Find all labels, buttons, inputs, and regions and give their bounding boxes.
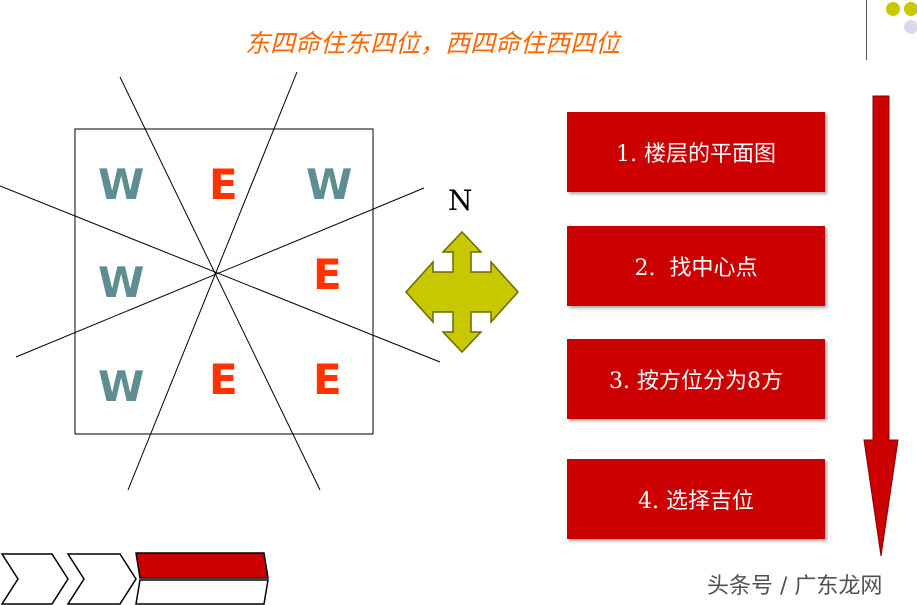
- direction-letter-bottom-right: E: [313, 355, 342, 404]
- direction-letter-top-left: W: [98, 160, 145, 209]
- direction-lines: [0, 71, 441, 491]
- progress-bar-empty: [135, 579, 269, 605]
- down-arrow-icon: [863, 95, 899, 557]
- corner-dot-1: [886, 2, 900, 16]
- direction-letter-bottom-left: W: [98, 362, 145, 411]
- step-4-box: 4. 选择吉位: [567, 459, 825, 539]
- direction-letter-top-right: W: [306, 160, 353, 209]
- direction-letter-top-center: E: [209, 160, 238, 209]
- progress-bar-filled: [135, 552, 269, 579]
- watermark-text: 头条号 / 广东龙网: [707, 574, 883, 599]
- corner-divider: [866, 0, 867, 60]
- compass-north-label: N: [448, 184, 473, 217]
- direction-line: [127, 71, 298, 491]
- direction-line: [119, 76, 321, 491]
- direction-letter-bottom-center: E: [209, 355, 238, 404]
- direction-line: [15, 187, 425, 358]
- floor-plan-square: [74, 128, 374, 435]
- step-3-box: 3. 按方位分为8方: [567, 339, 825, 419]
- chevron-icon: [66, 553, 137, 605]
- direction-line: [0, 185, 441, 363]
- direction-letter-middle-left: W: [98, 258, 145, 307]
- four-way-arrow-icon: [404, 230, 520, 354]
- step-1-box: 1. 楼层的平面图: [567, 112, 825, 192]
- chevron-icon: [0, 553, 69, 605]
- step-2-box: 2. 找中心点: [567, 226, 825, 306]
- direction-letter-middle-right: E: [313, 250, 342, 299]
- corner-dot-2: [904, 2, 917, 16]
- slide-title: 东四命住东四位，西四命住西四位: [244, 29, 620, 58]
- corner-dot-3: [904, 20, 917, 34]
- chevron-progress: [0, 552, 269, 605]
